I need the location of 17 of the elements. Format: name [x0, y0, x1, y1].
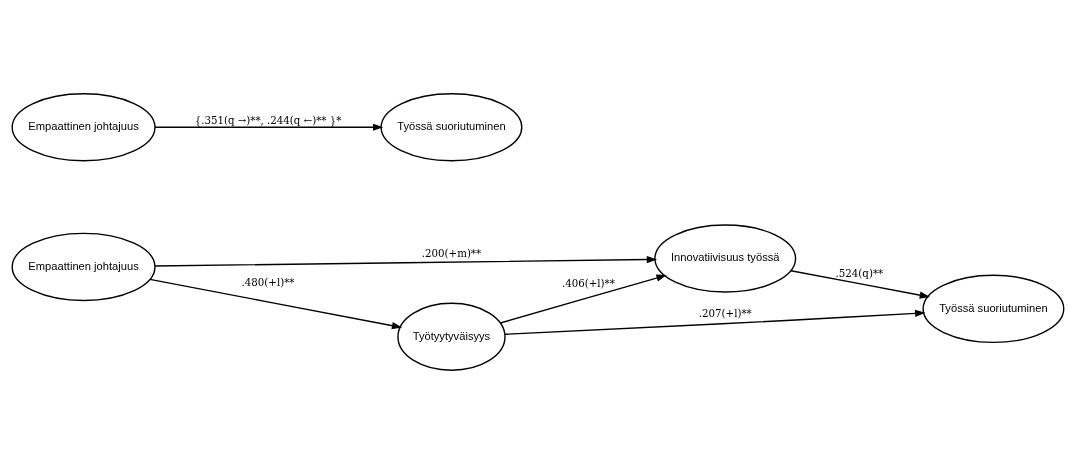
edge-label: .406(+l)** — [561, 276, 615, 289]
arrow — [504, 309, 926, 335]
node-ellipse: Työssä suoriutuminen — [922, 274, 1065, 343]
edge-label: .207(+l)** — [698, 306, 752, 319]
arrow — [499, 274, 667, 324]
node-ellipse: Empaattinen johtajuus — [11, 232, 156, 301]
arrow — [149, 278, 403, 329]
arrow — [154, 255, 658, 267]
edge-label: .200(+m)** — [421, 246, 482, 259]
node-ellipse: Työssä suoriutuminen — [380, 92, 523, 161]
edge-label: .480(+l)** — [241, 275, 295, 288]
node-ellipse: Empaattinen johtajuus — [11, 92, 156, 161]
arrow — [790, 269, 930, 299]
node-ellipse: Työtyytyväisyys — [397, 302, 506, 371]
edge-label: .524(q)** — [835, 266, 884, 279]
arrow — [154, 123, 384, 131]
edge-label: {.351(q →)**, .244(q ←)** }* — [194, 113, 342, 126]
